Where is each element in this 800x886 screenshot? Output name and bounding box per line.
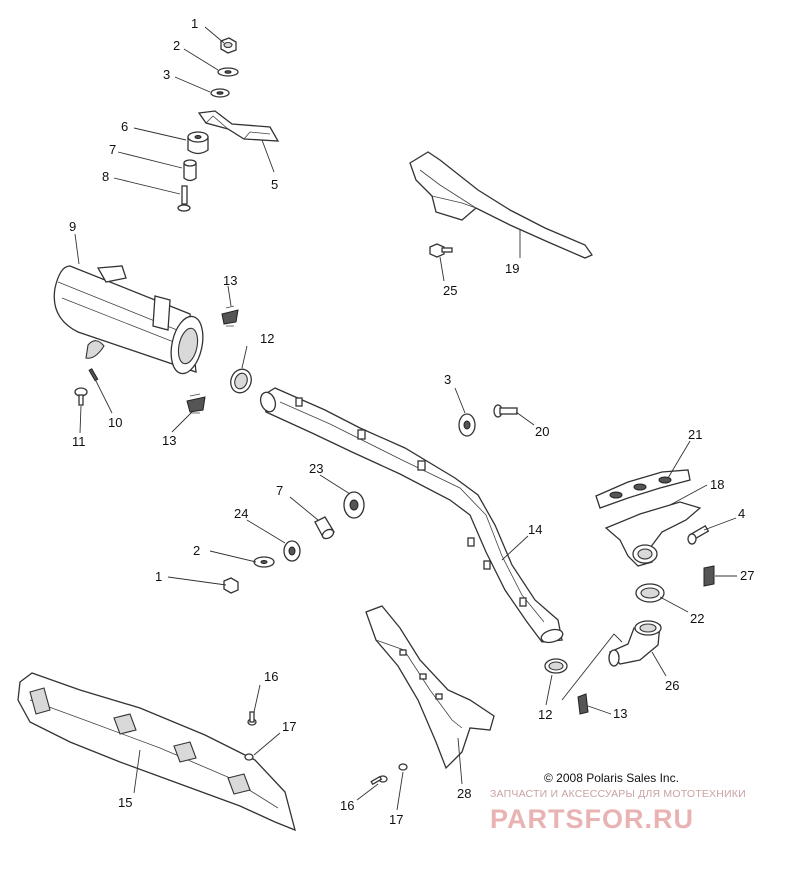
part-17-washer-a (244, 753, 254, 761)
part-2-washer-top (217, 67, 239, 77)
callout-3-top: 3 (163, 67, 170, 82)
part-24-washer (283, 540, 301, 562)
part-19-heat-shield (409, 151, 593, 259)
part-13-clamp-a (221, 305, 239, 327)
callout-22: 22 (690, 611, 704, 626)
part-26-elbow (608, 620, 662, 667)
part-22-gasket (635, 583, 665, 603)
part-7-spacer-top (183, 159, 197, 182)
part-6-grommet (187, 131, 209, 155)
part-20-bolt (493, 404, 518, 418)
callout-6: 6 (121, 119, 128, 134)
callout-11: 11 (72, 434, 86, 449)
callout-26: 26 (665, 678, 679, 693)
part-2-washer-mid (253, 556, 275, 568)
callout-9: 9 (69, 219, 76, 234)
callout-17-a: 17 (282, 719, 296, 734)
callout-16-a: 16 (264, 669, 278, 684)
part-8-bolt (177, 185, 191, 212)
callout-13-a: 13 (223, 273, 237, 288)
part-16-screw-b (370, 775, 388, 786)
callout-13-c: 13 (613, 706, 627, 721)
part-3-washer-top (210, 88, 230, 98)
callout-21: 21 (688, 427, 702, 442)
callout-25: 25 (443, 283, 457, 298)
part-27-clamp (703, 565, 715, 587)
leader-lines (74, 26, 737, 811)
part-10-pin (88, 368, 99, 382)
callout-19: 19 (505, 261, 519, 276)
callout-2-top: 2 (173, 38, 180, 53)
callout-23: 23 (309, 461, 323, 476)
part-23-grommet (343, 491, 365, 519)
part-16-screw-a (247, 711, 257, 726)
part-1-nut-mid (223, 577, 239, 594)
part-13-clamp-b (186, 393, 206, 414)
callout-7-top: 7 (109, 142, 116, 157)
part-14-exhaust-pipe (259, 387, 564, 644)
callout-17-b: 17 (389, 812, 403, 827)
part-15-heat-shield (17, 672, 296, 832)
callout-4: 4 (738, 506, 745, 521)
callout-12-b: 12 (538, 707, 552, 722)
callout-20: 20 (535, 424, 549, 439)
callout-27: 27 (740, 568, 754, 583)
part-18-manifold (604, 501, 702, 567)
callout-24: 24 (234, 506, 248, 521)
callout-13-b: 13 (162, 433, 176, 448)
callout-18: 18 (710, 477, 724, 492)
callout-1-top: 1 (191, 16, 198, 31)
watermark-banner: ЗАПЧАСТИ И АКСЕССУАРЫ ДЛЯ МОТОТЕХНИКИ (490, 788, 746, 800)
part-11-screw (74, 387, 88, 406)
part-21-gasket (595, 469, 691, 509)
part-12-gasket-a (230, 368, 252, 394)
part-7-spacer-mid (314, 516, 335, 540)
callout-7-mid: 7 (276, 483, 283, 498)
callout-15: 15 (118, 795, 132, 810)
assembly-guide-line (561, 633, 623, 701)
part-25-bolt (429, 243, 453, 258)
callout-5: 5 (271, 177, 278, 192)
callout-16-b: 16 (340, 798, 354, 813)
watermark-brand: PARTSFOR.RU (490, 804, 694, 834)
part-17-washer-b (398, 763, 408, 771)
part-5-bracket (197, 110, 280, 142)
callout-10: 10 (108, 415, 122, 430)
callout-1-mid: 1 (155, 569, 162, 584)
callout-8: 8 (102, 169, 109, 184)
part-1-nut-top (220, 37, 237, 54)
part-12-gasket-b (544, 658, 568, 674)
callout-28: 28 (457, 786, 471, 801)
part-3-washer-mid (458, 413, 476, 437)
part-9-muffler (53, 265, 204, 375)
callout-12-a: 12 (260, 331, 274, 346)
part-4-stud (687, 525, 710, 545)
callout-numbers: 1 2 3 5 6 7 8 9 13 12 10 11 13 19 25 3 2… (69, 16, 754, 827)
part-28-heat-shield (365, 605, 495, 770)
copyright-text: © 2008 Polaris Sales Inc. (544, 771, 679, 785)
callout-2-mid: 2 (193, 543, 200, 558)
part-13-clamp-c (577, 693, 589, 715)
callout-3-mid: 3 (444, 372, 451, 387)
callout-14: 14 (528, 522, 542, 537)
